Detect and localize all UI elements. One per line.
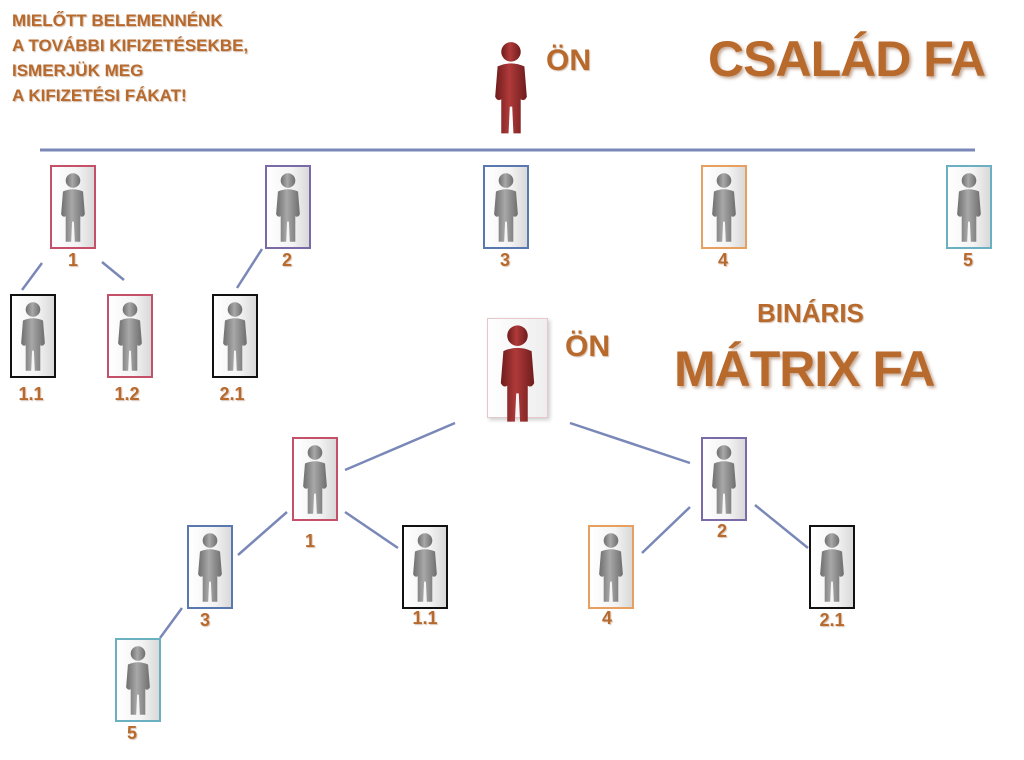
family-root-label: ÖN	[546, 44, 591, 77]
member-label: 5	[962, 250, 974, 270]
member-label: 1	[304, 531, 316, 551]
member-node	[588, 525, 634, 609]
person-icon	[599, 533, 623, 602]
member-label: 5	[126, 723, 138, 743]
person-icon	[957, 173, 981, 242]
member-label: 4	[601, 608, 613, 628]
connector-line	[641, 506, 691, 554]
person-icon	[303, 445, 327, 514]
person-icon	[61, 173, 85, 242]
connector-line	[235, 248, 264, 289]
member-node	[187, 525, 233, 609]
member-label: 1	[67, 250, 79, 270]
person-icon	[820, 533, 844, 602]
intro-line: ISMERJÜK MEG	[12, 61, 144, 80]
binary-tree-title: MÁTRIX FA	[674, 341, 935, 397]
family-tree-title: CSALÁD FA	[708, 31, 986, 87]
person-icon	[413, 533, 437, 602]
member-node	[809, 525, 855, 609]
intro-text: MIELŐTT BELEMENNÉNK A TOVÁBBI KIFIZETÉSE…	[12, 8, 248, 108]
you-person-icon	[487, 318, 548, 422]
member-node	[212, 294, 258, 378]
person-icon	[712, 173, 736, 242]
person-icon	[126, 646, 150, 715]
intro-line: MIELŐTT BELEMENNÉNK	[12, 11, 223, 30]
connector-line	[101, 261, 125, 281]
member-node	[50, 165, 96, 249]
connector-line	[754, 504, 809, 549]
intro-line: A KIFIZETÉSI FÁKAT!	[12, 86, 187, 105]
connector-line	[20, 262, 44, 291]
member-label: 1.1	[412, 608, 438, 628]
member-label: 2.1	[219, 384, 245, 404]
connector-line	[344, 510, 399, 550]
member-label: 2	[281, 250, 293, 270]
member-label: 3	[499, 250, 511, 270]
member-node	[292, 437, 338, 521]
member-node	[483, 165, 529, 249]
binary-root-label: ÖN	[565, 330, 610, 363]
member-node	[402, 525, 448, 609]
connector-line	[237, 511, 288, 556]
person-icon	[21, 302, 45, 371]
person-icon	[712, 445, 736, 514]
person-icon	[198, 533, 222, 602]
member-label: 3	[199, 610, 211, 630]
member-node	[701, 165, 747, 249]
you-person-icon	[483, 36, 539, 138]
person-icon	[118, 302, 142, 371]
member-node	[10, 294, 56, 378]
person-icon	[223, 302, 247, 371]
member-node	[115, 638, 161, 722]
intro-line: A TOVÁBBI KIFIZETÉSEKBE,	[12, 36, 249, 55]
person-icon	[494, 173, 518, 242]
member-label: 2	[716, 521, 728, 541]
binary-subtitle: BINÁRIS	[757, 298, 864, 328]
member-node	[946, 165, 992, 249]
connector-line	[569, 421, 691, 465]
member-label: 4	[717, 250, 729, 270]
connector-line	[158, 607, 184, 639]
member-node	[107, 294, 153, 378]
member-node	[701, 437, 747, 521]
member-label: 1.2	[114, 384, 140, 404]
connector-line	[344, 421, 456, 472]
member-label: 1.1	[18, 384, 44, 404]
person-icon	[276, 173, 300, 242]
member-label: 2.1	[819, 610, 845, 630]
member-node	[265, 165, 311, 249]
